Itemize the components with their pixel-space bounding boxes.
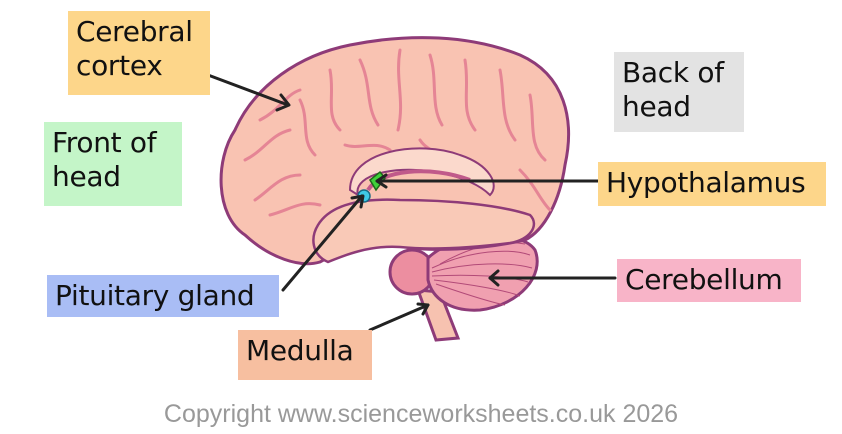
label-line: head	[52, 160, 121, 193]
pituitary-pointer	[281, 194, 364, 292]
label-line: head	[622, 90, 691, 123]
label-back-of-head: Back of head	[614, 52, 744, 132]
label-line: Cerebral	[76, 15, 193, 48]
label-line: cortex	[76, 49, 163, 82]
medulla-pointer	[368, 303, 430, 332]
label-cerebral-cortex: Cerebral cortex	[68, 11, 210, 95]
label-medulla: Medulla	[238, 330, 372, 380]
label-pituitary-gland: Pituitary gland	[47, 275, 279, 317]
label-line: Front of	[52, 126, 157, 159]
label-cerebellum: Cerebellum	[617, 259, 801, 302]
corpus-callosum	[348, 147, 495, 198]
cerebral-cortex-pointer	[206, 73, 290, 107]
temporal-lobe	[312, 198, 536, 264]
label-line: Back of	[622, 56, 724, 89]
label-hypothalamus: Hypothalamus	[598, 162, 826, 206]
copyright-footer: Copyright www.scienceworksheets.co.uk 20…	[163, 400, 679, 428]
label-front-of-head: Front of head	[44, 122, 182, 206]
